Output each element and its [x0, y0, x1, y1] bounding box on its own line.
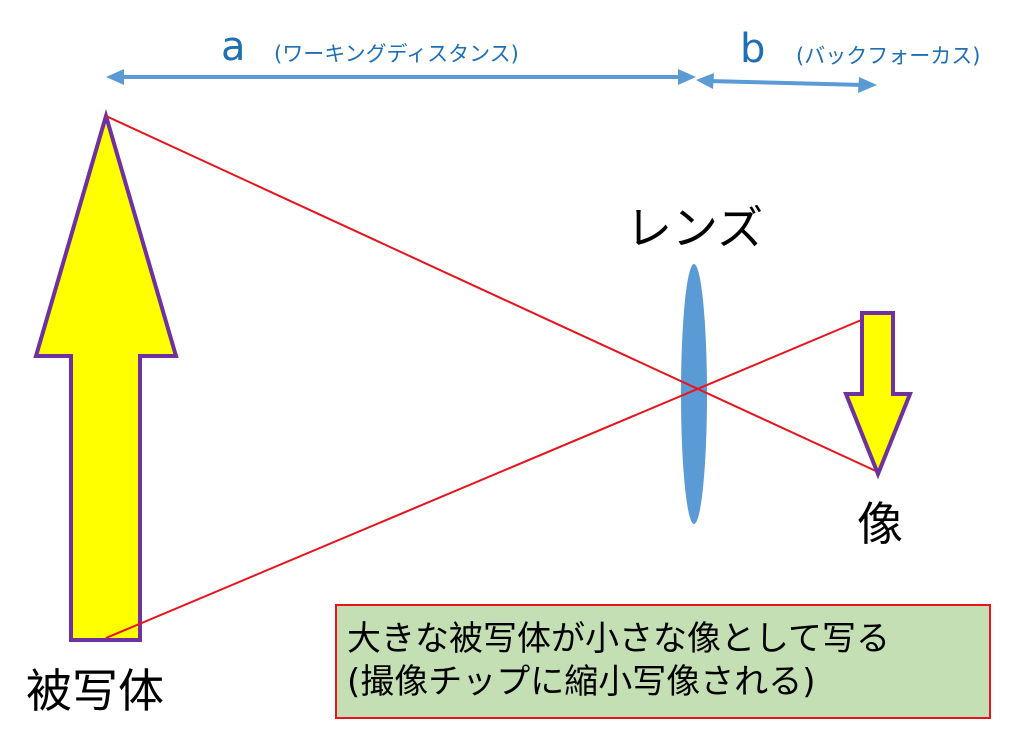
dimension-b-letter: b [740, 26, 765, 72]
dimension-arrow-b [696, 73, 877, 93]
dimension-a-letter: a [221, 24, 246, 70]
lens [681, 264, 707, 524]
object-label: 被写体 [26, 664, 164, 718]
lens-label: レンズ [626, 201, 763, 255]
ray-top [105, 115, 879, 473]
image-arrow [843, 311, 913, 480]
object-arrow [33, 108, 179, 642]
summary-note-box: 大きな被写体が小さな像として写る (撮像チップに縮小写像される) [335, 604, 991, 719]
summary-note-line-1: 大きな被写体が小さな像として写る [347, 619, 890, 659]
dimension-b-note: (バックフォーカス) [796, 44, 980, 68]
image-label: 像 [857, 497, 903, 551]
summary-note-line-2: (撮像チップに縮小写像される) [347, 662, 816, 702]
dimension-arrow-a [106, 69, 696, 85]
dimension-a-note: (ワーキングディスタンス) [274, 42, 519, 66]
ray-bottom [105, 312, 879, 639]
